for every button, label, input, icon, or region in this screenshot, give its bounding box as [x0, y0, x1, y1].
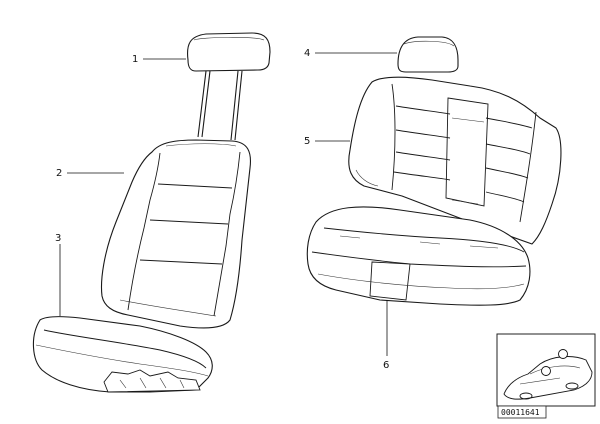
inset-diagram-code: 00011641: [501, 408, 540, 417]
callout-2: 2: [56, 168, 62, 179]
vehicle-location-inset: 00011641: [496, 333, 596, 419]
rear-headrest[interactable]: [397, 36, 459, 73]
callout-3: 3: [55, 233, 61, 244]
inset-marker-rear: [541, 366, 551, 376]
inset-marker-front: [558, 349, 568, 359]
front-backrest[interactable]: [101, 139, 252, 329]
leader-lines: [59, 52, 397, 356]
callout-1: 1: [132, 54, 138, 65]
car-silhouette-icon: [503, 356, 593, 400]
front-headrest[interactable]: [186, 32, 271, 141]
callout-6: 6: [383, 360, 389, 371]
callout-5: 5: [304, 136, 310, 147]
rear-backrest[interactable]: [348, 76, 562, 245]
front-seat-cushion[interactable]: [32, 316, 213, 393]
callout-labels: 1 2 3 4 5 6: [55, 48, 389, 371]
rear-seat-cushion[interactable]: [306, 206, 531, 306]
callout-4: 4: [304, 48, 310, 59]
